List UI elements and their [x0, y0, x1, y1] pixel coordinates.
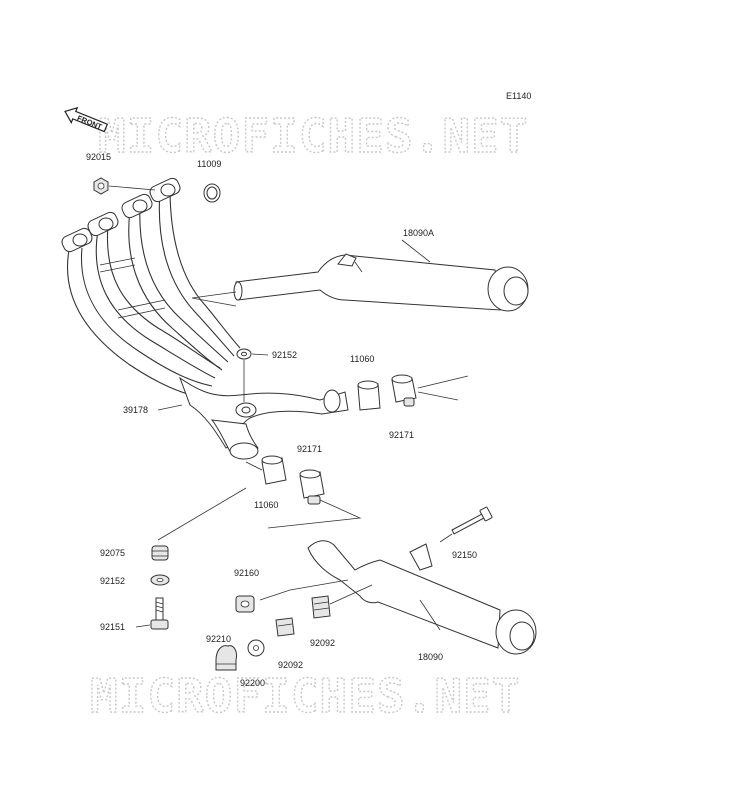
grommet-92092-left	[275, 617, 295, 637]
grommet-92075	[151, 545, 169, 561]
label-39178: 39178	[123, 405, 148, 415]
label-92200: 92200	[240, 678, 265, 688]
label-11060-left: 11060	[254, 500, 278, 510]
grommet-92092-right	[311, 584, 373, 619]
clamp-92171-right	[391, 374, 469, 407]
gasket-11009	[203, 183, 221, 203]
label-92151: 92151	[100, 622, 125, 632]
gasket-11060-left	[245, 455, 287, 485]
watermark-bottom: MICROFICHES.NET	[90, 669, 520, 723]
label-92171-left: 92171	[297, 444, 322, 454]
spacer-92160	[235, 595, 255, 613]
label-92015: 92015	[86, 152, 111, 162]
watermark-top: MICROFICHES.NET	[98, 109, 528, 163]
label-11060-right: 11060	[350, 354, 374, 364]
label-92171-right: 92171	[389, 430, 414, 440]
label-92092-right: 92092	[310, 638, 335, 648]
washer-92152-bottom	[150, 574, 170, 586]
label-11009: 11009	[197, 159, 221, 169]
label-92152-top: 92152	[272, 350, 297, 360]
label-92075: 92075	[100, 548, 125, 558]
exhaust-header-39178	[61, 177, 349, 460]
diagram-code: E1140	[506, 91, 531, 101]
label-18090A: 18090A	[403, 228, 434, 238]
washer-92152-top	[236, 348, 269, 402]
bolt-92150	[439, 506, 493, 543]
label-92092-left: 92092	[278, 660, 303, 670]
label-92160: 92160	[234, 568, 259, 578]
bolt-92151	[135, 597, 169, 630]
muffler-18090A	[191, 239, 529, 312]
washer-92200	[247, 639, 265, 657]
muffler-18090	[259, 540, 537, 655]
gasket-11060-right	[357, 380, 381, 411]
cap-nut-92210	[215, 645, 237, 671]
label-92210: 92210	[206, 634, 231, 644]
label-92150: 92150	[452, 550, 477, 560]
nut-92015	[93, 177, 156, 195]
label-92152-bottom: 92152	[100, 576, 125, 586]
label-18090: 18090	[418, 652, 443, 662]
clamp-92171-left	[267, 469, 362, 529]
